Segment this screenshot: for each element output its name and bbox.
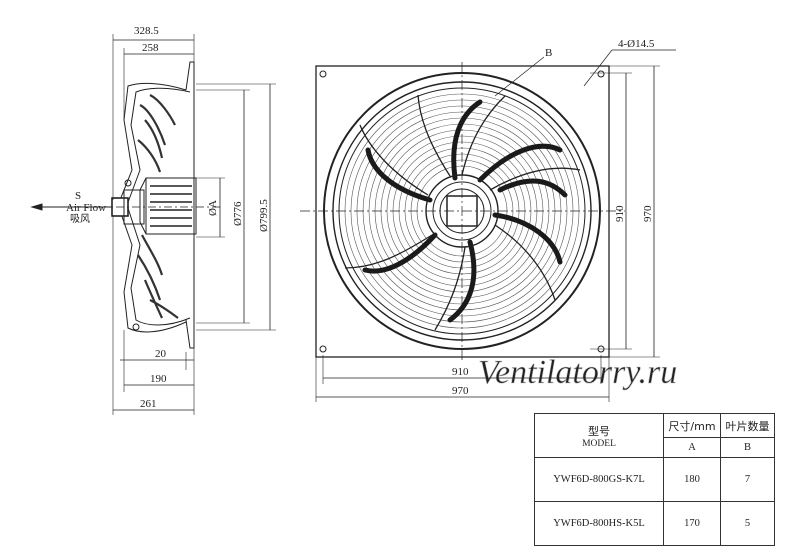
subheader-a: A [663, 437, 721, 458]
table-row: YWF6D-800HS-K5L 170 5 [534, 501, 775, 546]
dim-970-vertical: 970 [642, 205, 654, 222]
dim-328-5: 328.5 [134, 25, 159, 37]
dim-799-5: Ø799.5 [258, 199, 270, 232]
table-row: YWF6D-800GS-K7L 180 7 [534, 457, 775, 502]
a-cell: 180 [663, 457, 721, 502]
watermark: Ventilatorry.ru [478, 354, 677, 391]
label-b: B [545, 47, 552, 59]
dim-261: 261 [140, 398, 157, 410]
model-cell: YWF6D-800HS-K5L [534, 501, 664, 546]
airflow-cn-label: 吸风 [70, 213, 90, 225]
b-cell: 5 [720, 501, 775, 546]
a-cell: 170 [663, 501, 721, 546]
b-cell: 7 [720, 457, 775, 502]
header-blades: 叶片数量 [720, 413, 775, 438]
airflow-label: Air Flow [66, 202, 106, 214]
dim-20: 20 [155, 348, 167, 360]
header-model-en: MODEL [582, 438, 616, 449]
side-view [30, 34, 276, 415]
dim-258: 258 [142, 42, 159, 54]
dim-da: ØA [207, 200, 219, 216]
header-size: 尺寸/mm [663, 413, 721, 438]
dim-776: Ø776 [232, 201, 244, 226]
label-holes: 4-Ø14.5 [618, 38, 655, 50]
model-cell: YWF6D-800GS-K7L [534, 457, 664, 502]
dim-910-vertical: 910 [614, 205, 626, 222]
dim-190: 190 [150, 373, 167, 385]
airflow-s-label: S [75, 190, 81, 202]
header-model-cn: 型号 [588, 424, 610, 438]
dim-910-horizontal: 910 [452, 366, 469, 378]
subheader-b: B [720, 437, 775, 458]
front-view [300, 49, 676, 402]
spec-table: 型号 MODEL 尺寸/mm 叶片数量 A B YWF6D-800GS-K7L … [534, 413, 775, 546]
dim-970-horizontal: 970 [452, 385, 469, 397]
header-model: 型号 MODEL [534, 413, 664, 458]
